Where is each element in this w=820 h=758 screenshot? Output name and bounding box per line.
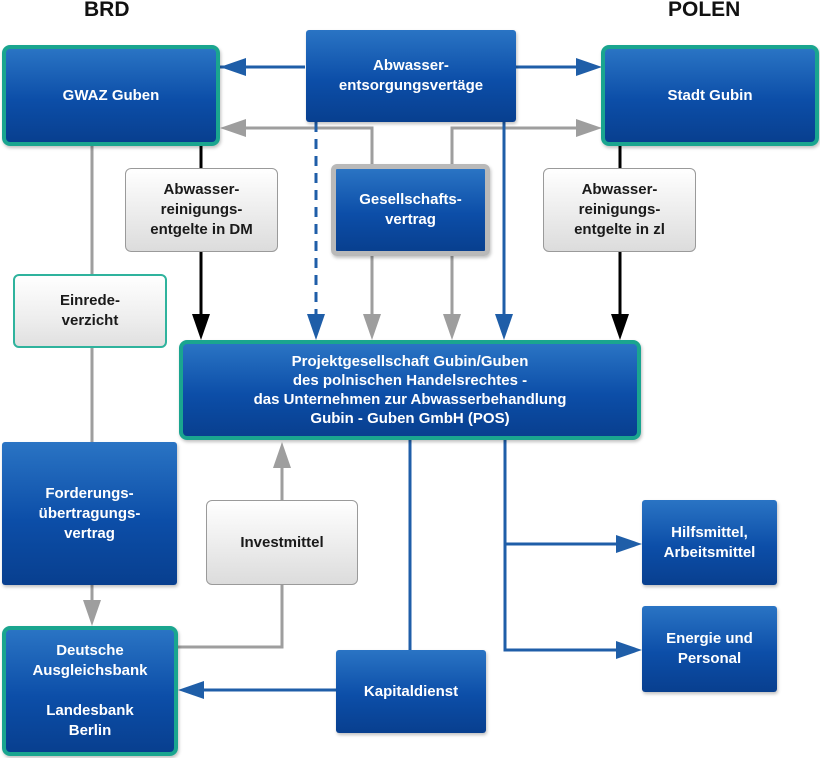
- node-hilfsmittel: Hilfsmittel, Arbeitsmittel: [642, 500, 777, 585]
- node-einredeverzicht: Einrede- verzicht: [13, 274, 167, 348]
- node-bank: Deutsche Ausgleichsbank Landesbank Berli…: [2, 626, 178, 756]
- node-stadt-gubin: Stadt Gubin: [601, 45, 819, 146]
- node-forderungsuebertragungsvertrag: Forderungs- übertragungs- vertrag: [2, 442, 177, 585]
- node-gesellschaftsvertrag: Gesellschafts- vertrag: [331, 164, 490, 256]
- node-energie-personal: Energie und Personal: [642, 606, 777, 692]
- node-entgelte-dm: Abwasser- reinigungs- entgelte in DM: [125, 168, 278, 252]
- header-brd: BRD: [84, 0, 130, 21]
- node-abwasser-vertraege: Abwasser- entsorgungsvertäge: [306, 30, 516, 122]
- line-pos-outputs: [503, 440, 618, 652]
- node-kapitaldienst: Kapitaldienst: [336, 650, 486, 733]
- header-polen: POLEN: [668, 0, 741, 21]
- node-pos: Projektgesellschaft Gubin/Guben des poln…: [179, 340, 641, 440]
- arrow-gv-gwaz: [246, 126, 374, 165]
- line-bank-investmittel: [178, 585, 284, 649]
- node-gwaz-guben: GWAZ Guben: [2, 45, 220, 146]
- node-investmittel: Investmittel: [206, 500, 358, 585]
- arrow-gv-gubin: [450, 126, 576, 165]
- node-entgelte-zl: Abwasser- reinigungs- entgelte in zl: [543, 168, 696, 252]
